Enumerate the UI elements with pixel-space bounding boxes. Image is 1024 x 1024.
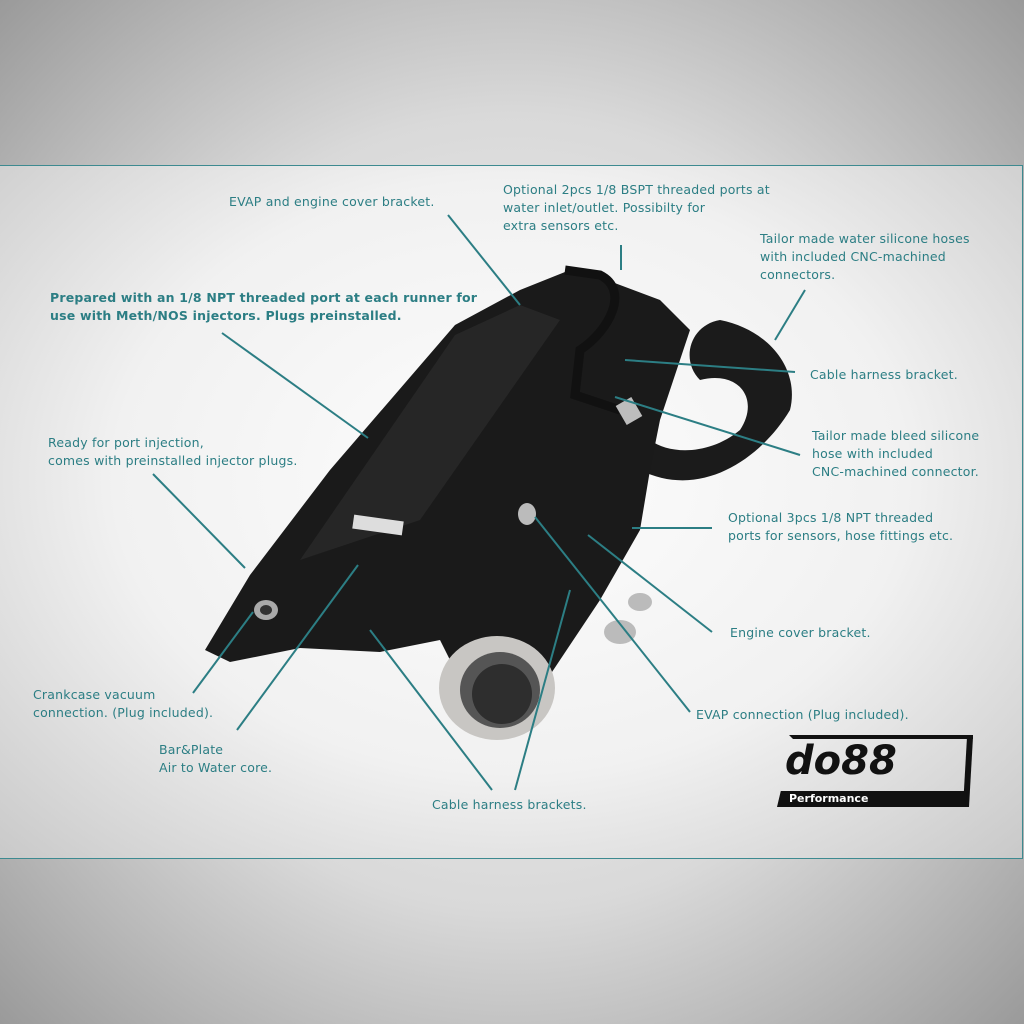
leader-npt-runner <box>221 332 369 439</box>
callout-text: hose with included <box>812 446 934 461</box>
callout-npt-3pcs: Optional 3pcs 1/8 NPT threaded ports for … <box>728 509 953 545</box>
callout-text: Ready for port injection, <box>48 435 204 450</box>
leader-cable-brackets-2 <box>514 589 571 791</box>
callout-cable-bracket: Cable harness bracket. <box>810 366 958 384</box>
callout-text: connection. (Plug included). <box>33 705 214 720</box>
callout-text: EVAP and engine cover bracket. <box>229 194 435 209</box>
leader-bleed-hose <box>614 396 801 456</box>
leader-crankcase <box>192 611 254 694</box>
callout-text: Crankcase vacuum <box>33 687 156 702</box>
callout-npt-runner: Prepared with an 1/8 NPT threaded port a… <box>50 289 477 325</box>
callout-water-hoses: Tailor made water silicone hoses with inc… <box>760 230 970 284</box>
callout-crankcase: Crankcase vacuum connection. (Plug includ… <box>33 686 213 722</box>
callout-evap-cover-bracket: EVAP and engine cover bracket. <box>229 193 435 211</box>
callout-text: connectors. <box>760 267 836 282</box>
callout-engine-cover-bracket: Engine cover bracket. <box>730 624 871 642</box>
callout-text: ports for sensors, hose fittings etc. <box>728 528 954 543</box>
callout-text: Tailor made bleed silicone <box>812 428 980 443</box>
callout-evap-connection: EVAP connection (Plug included). <box>696 706 909 724</box>
logo-frame <box>789 735 973 807</box>
leader-water-hoses <box>774 289 806 341</box>
callout-text: EVAP connection (Plug included). <box>696 707 909 722</box>
leader-evap-cover-bracket <box>447 214 521 306</box>
callout-text: extra sensors etc. <box>503 218 619 233</box>
callout-text: Bar&Plate <box>159 742 224 757</box>
callout-cable-brackets: Cable harness brackets. <box>432 796 587 814</box>
logo-brand: do88 <box>785 738 897 784</box>
callout-bspt-ports: Optional 2pcs 1/8 BSPT threaded ports at… <box>503 181 770 235</box>
logo-bar <box>777 791 967 807</box>
callout-text: comes with preinstalled injector plugs. <box>48 453 298 468</box>
leader-engine-cover-bracket <box>587 534 713 633</box>
callout-text: Air to Water core. <box>159 760 273 775</box>
callout-port-injection: Ready for port injection, comes with prei… <box>48 434 298 470</box>
leader-evap-connection <box>534 516 691 713</box>
callout-bleed-hose: Tailor made bleed silicone hose with incl… <box>812 427 979 481</box>
leader-cable-bracket <box>624 359 796 373</box>
callout-text: Optional 2pcs 1/8 BSPT threaded ports at <box>503 182 770 197</box>
callout-text: with included CNC-machined <box>760 249 946 264</box>
callout-text: use with Meth/NOS injectors. Plugs prein… <box>50 308 402 323</box>
leader-core <box>236 564 359 731</box>
callout-text: water inlet/outlet. Possibilty for <box>503 200 706 215</box>
callout-text: Cable harness brackets. <box>432 797 587 812</box>
do88-logo: do88 Performance <box>777 735 973 809</box>
callout-text: Prepared with an 1/8 NPT threaded port a… <box>50 290 478 305</box>
callout-text: Tailor made water silicone hoses <box>760 231 970 246</box>
logo-sub: Performance <box>789 792 869 805</box>
callout-text: Engine cover bracket. <box>730 625 871 640</box>
intake-manifold-image <box>205 265 792 740</box>
leader-cable-brackets-1 <box>369 629 493 791</box>
callout-text: Cable harness bracket. <box>810 367 958 382</box>
callout-text: CNC-machined connector. <box>812 464 979 479</box>
leader-port-injection <box>152 473 246 569</box>
leader-lines <box>152 214 806 791</box>
callout-text: Optional 3pcs 1/8 NPT threaded <box>728 510 934 525</box>
